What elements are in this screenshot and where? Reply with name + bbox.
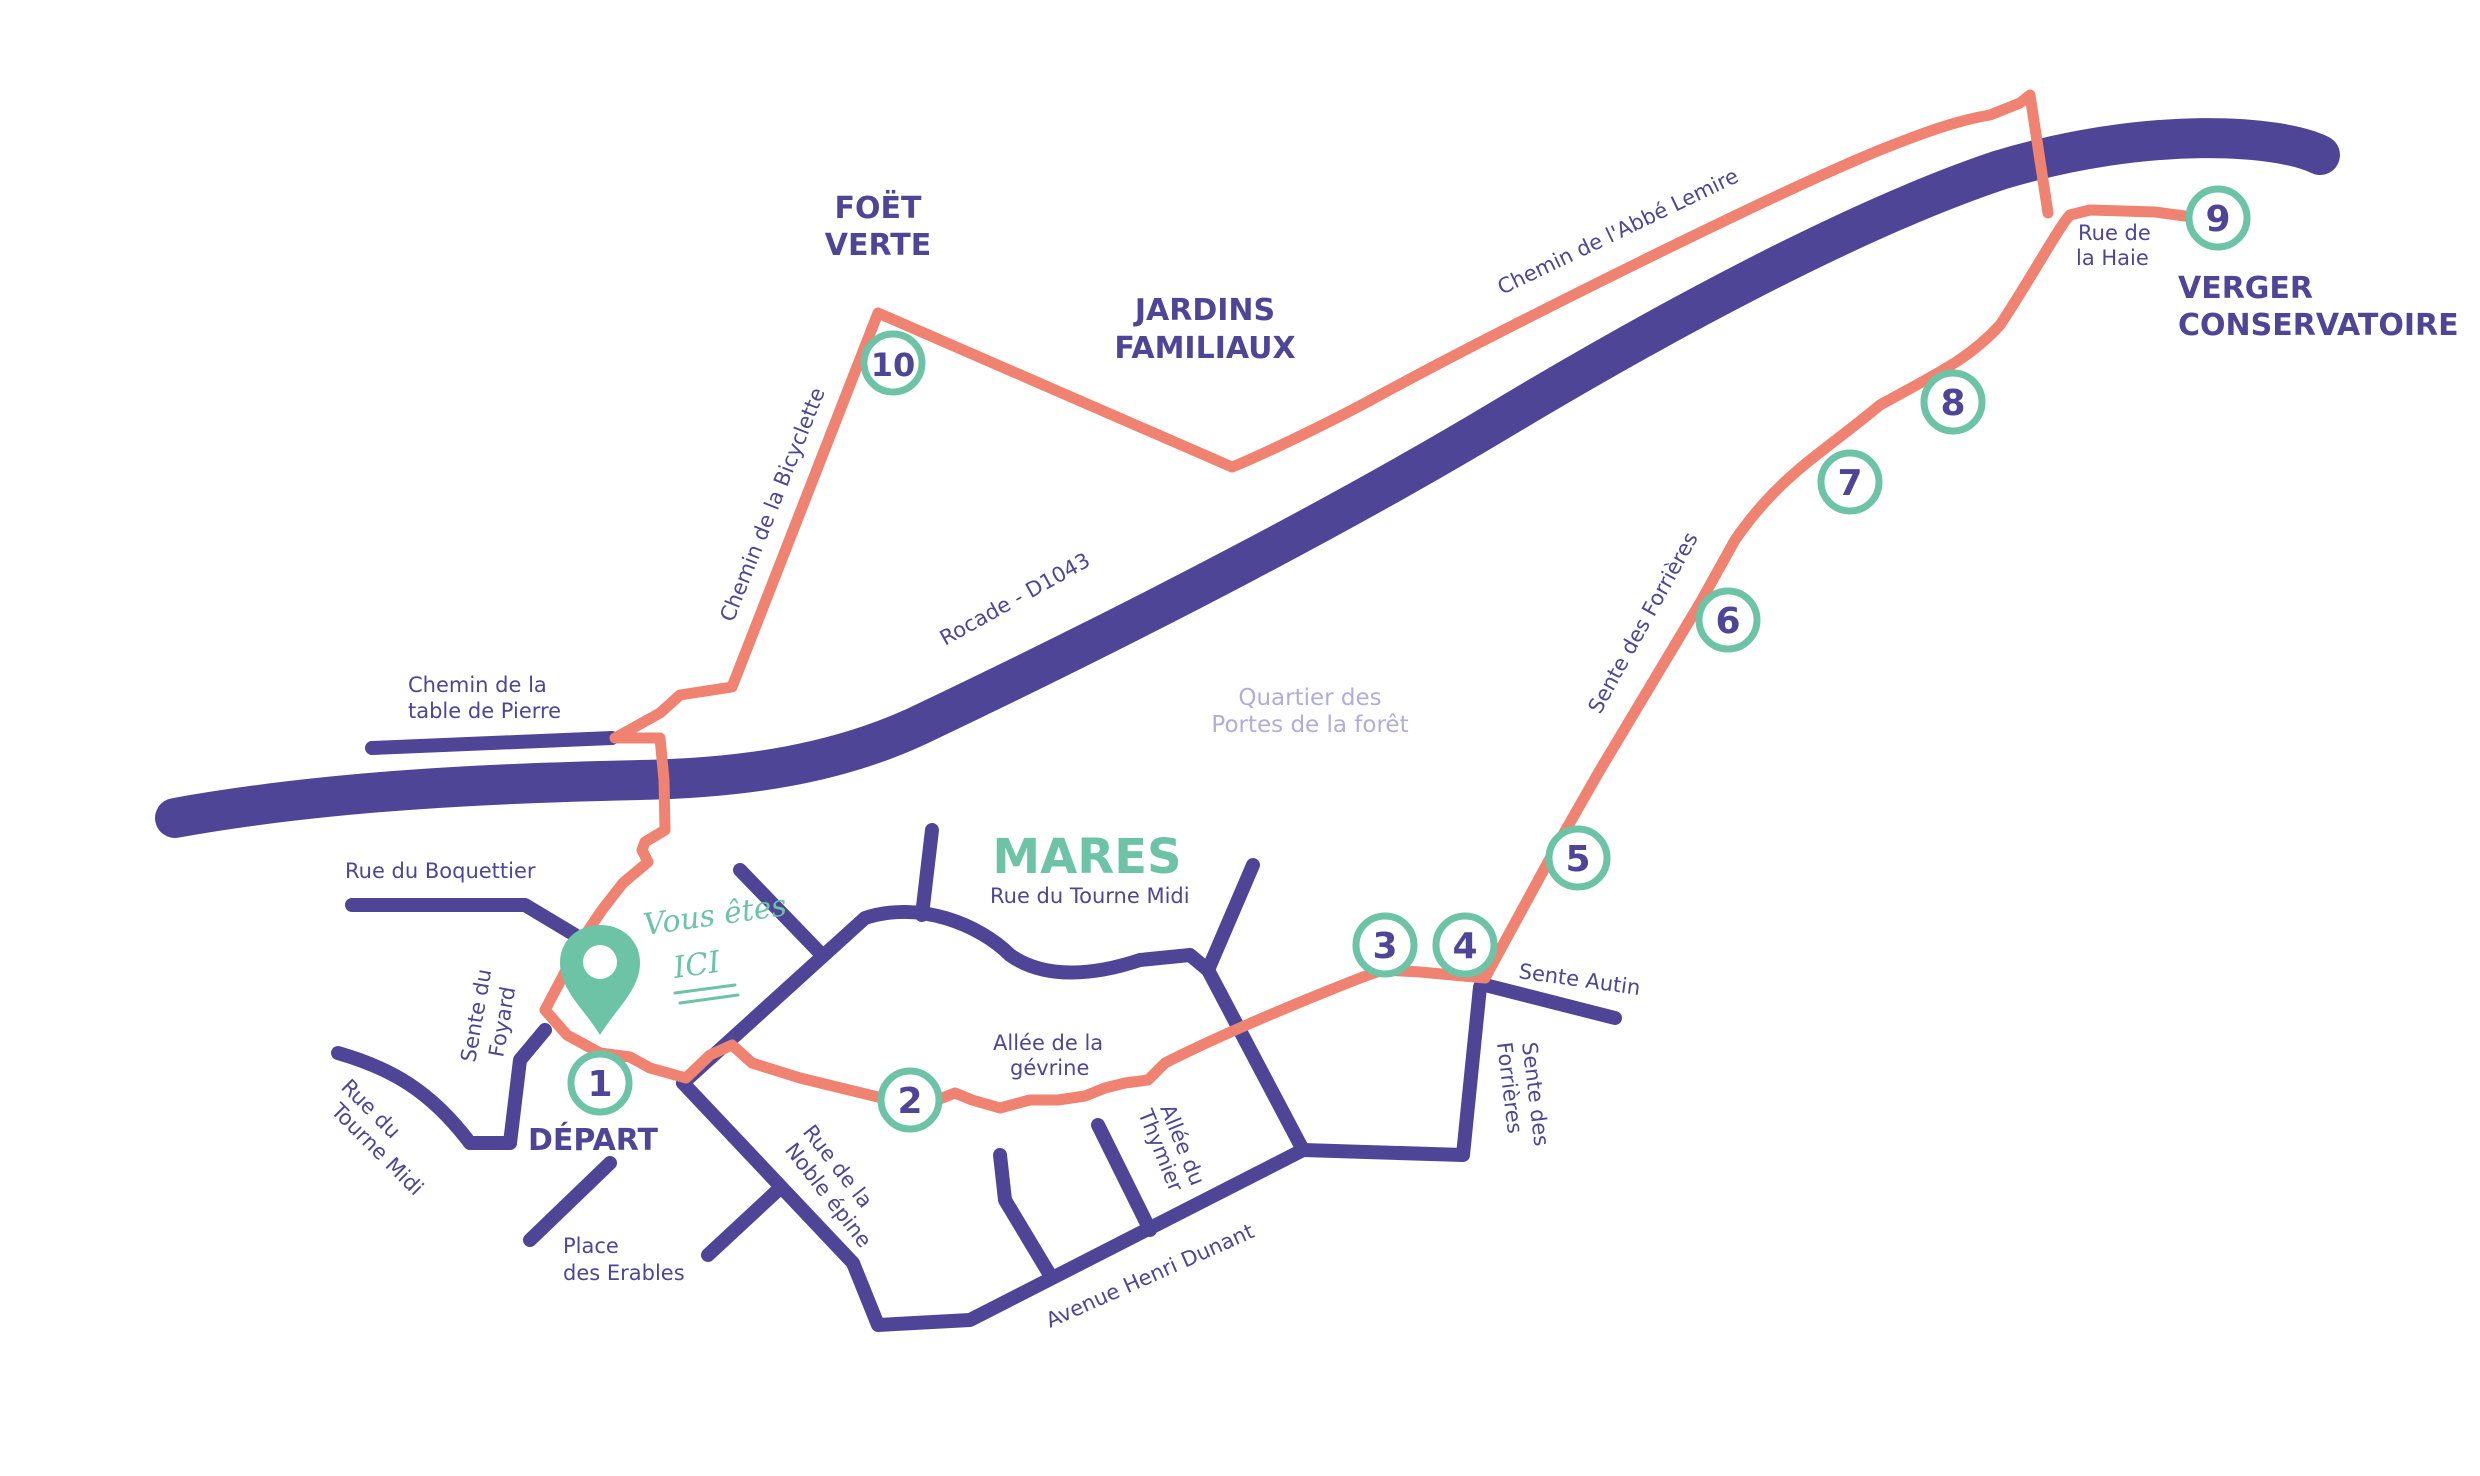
road-tourne-midi-left bbox=[331, 1046, 517, 1150]
stop-marker-9[interactable]: 9 bbox=[2185, 185, 2251, 251]
stop-marker-2[interactable]: 2 bbox=[877, 1067, 943, 1133]
road-place-erables bbox=[523, 1156, 617, 1247]
stop-marker-3[interactable]: 3 bbox=[1352, 912, 1418, 978]
road-noble-epine bbox=[676, 980, 1487, 1332]
vous-etes-text: Vous êtes bbox=[641, 888, 789, 943]
area-foret-verte-2: VERTE bbox=[825, 228, 931, 263]
area-verger-2: CONSERVATOIRE bbox=[2178, 308, 2459, 343]
stop-number: 10 bbox=[871, 346, 916, 384]
ici-underline bbox=[673, 983, 740, 1005]
stop-marker-7[interactable]: 7 bbox=[1817, 449, 1883, 515]
walking-route bbox=[539, 89, 2230, 1114]
label-gevrine-1: Allée de la bbox=[993, 1031, 1103, 1055]
rocade-road bbox=[155, 118, 2340, 838]
stop-marker-8[interactable]: 8 bbox=[1920, 369, 1986, 435]
stop-marker-4[interactable]: 4 bbox=[1432, 912, 1498, 978]
road-foyard bbox=[503, 1023, 552, 1150]
label-rue-haie-2: la Haie bbox=[2076, 246, 2149, 270]
road-sente-autin bbox=[1478, 978, 1622, 1025]
stop-number: 4 bbox=[1452, 926, 1477, 967]
label-rue-haie-1: Rue de bbox=[2078, 221, 2151, 245]
road-side-erables bbox=[701, 1183, 785, 1262]
street-network bbox=[331, 731, 1622, 1332]
stop-number: 7 bbox=[1837, 463, 1862, 504]
label-place-erables-2: des Erables bbox=[563, 1261, 685, 1285]
stop-number: 6 bbox=[1715, 601, 1740, 642]
road-branch-mid bbox=[915, 823, 939, 922]
area-foret-verte-1: FOËT bbox=[835, 190, 922, 226]
road-thymier-a bbox=[993, 1148, 1057, 1282]
stop-marker-10[interactable]: 10 bbox=[860, 330, 926, 396]
stop-number: 1 bbox=[587, 1064, 612, 1105]
area-verger-1: VERGER bbox=[2178, 271, 2313, 306]
stop-number: 2 bbox=[897, 1081, 922, 1122]
stop-marker-5[interactable]: 5 bbox=[1545, 825, 1611, 891]
label-table-pierre-1: Chemin de la bbox=[408, 673, 547, 697]
area-quartier-1: Quartier des bbox=[1238, 685, 1381, 711]
label-boquettier: Rue du Boquettier bbox=[345, 859, 536, 883]
stop-number: 3 bbox=[1372, 926, 1397, 967]
stop-number: 8 bbox=[1940, 383, 1965, 424]
stop-marker-1[interactable]: 1 bbox=[567, 1050, 633, 1116]
location-pin-icon bbox=[560, 925, 640, 1035]
ici-text: ICI bbox=[670, 945, 723, 986]
area-jardins-2: FAMILIAUX bbox=[1114, 331, 1295, 366]
pin-hole bbox=[583, 945, 617, 979]
area-quartier-2: Portes de la forêt bbox=[1211, 712, 1408, 738]
route-loop-north bbox=[539, 89, 2054, 1016]
stop-marker-6[interactable]: 6 bbox=[1695, 587, 1761, 653]
label-tourne-midi-top: Rue du Tourne Midi bbox=[990, 884, 1190, 908]
stop-number: 5 bbox=[1565, 839, 1590, 880]
stop-number: 9 bbox=[2205, 199, 2230, 240]
road-thymier-b bbox=[1091, 1118, 1157, 1237]
road-branch-right bbox=[1201, 858, 1260, 977]
label-table-pierre-2: table de Pierre bbox=[408, 699, 561, 723]
route-depart-to-stop-4 bbox=[539, 964, 1491, 1114]
area-mares: MARES bbox=[992, 829, 1181, 885]
route-stop-4-to-9 bbox=[1479, 204, 2230, 984]
area-labels: FOËT VERTE JARDINS FAMILIAUX VERGER CONS… bbox=[528, 190, 2459, 1158]
road-branch-left bbox=[733, 863, 829, 962]
area-depart: DÉPART bbox=[528, 1122, 659, 1158]
road-gevrine-upper bbox=[676, 904, 1310, 1157]
area-jardins-1: JARDINS bbox=[1133, 293, 1275, 328]
stops: 1 2 3 4 5 6 7 8 bbox=[567, 185, 2251, 1133]
label-place-erables-1: Place bbox=[563, 1234, 619, 1258]
road-table-pierre bbox=[365, 731, 619, 755]
road-boquettier bbox=[345, 898, 582, 942]
label-gevrine-2: gévrine bbox=[1010, 1056, 1089, 1080]
